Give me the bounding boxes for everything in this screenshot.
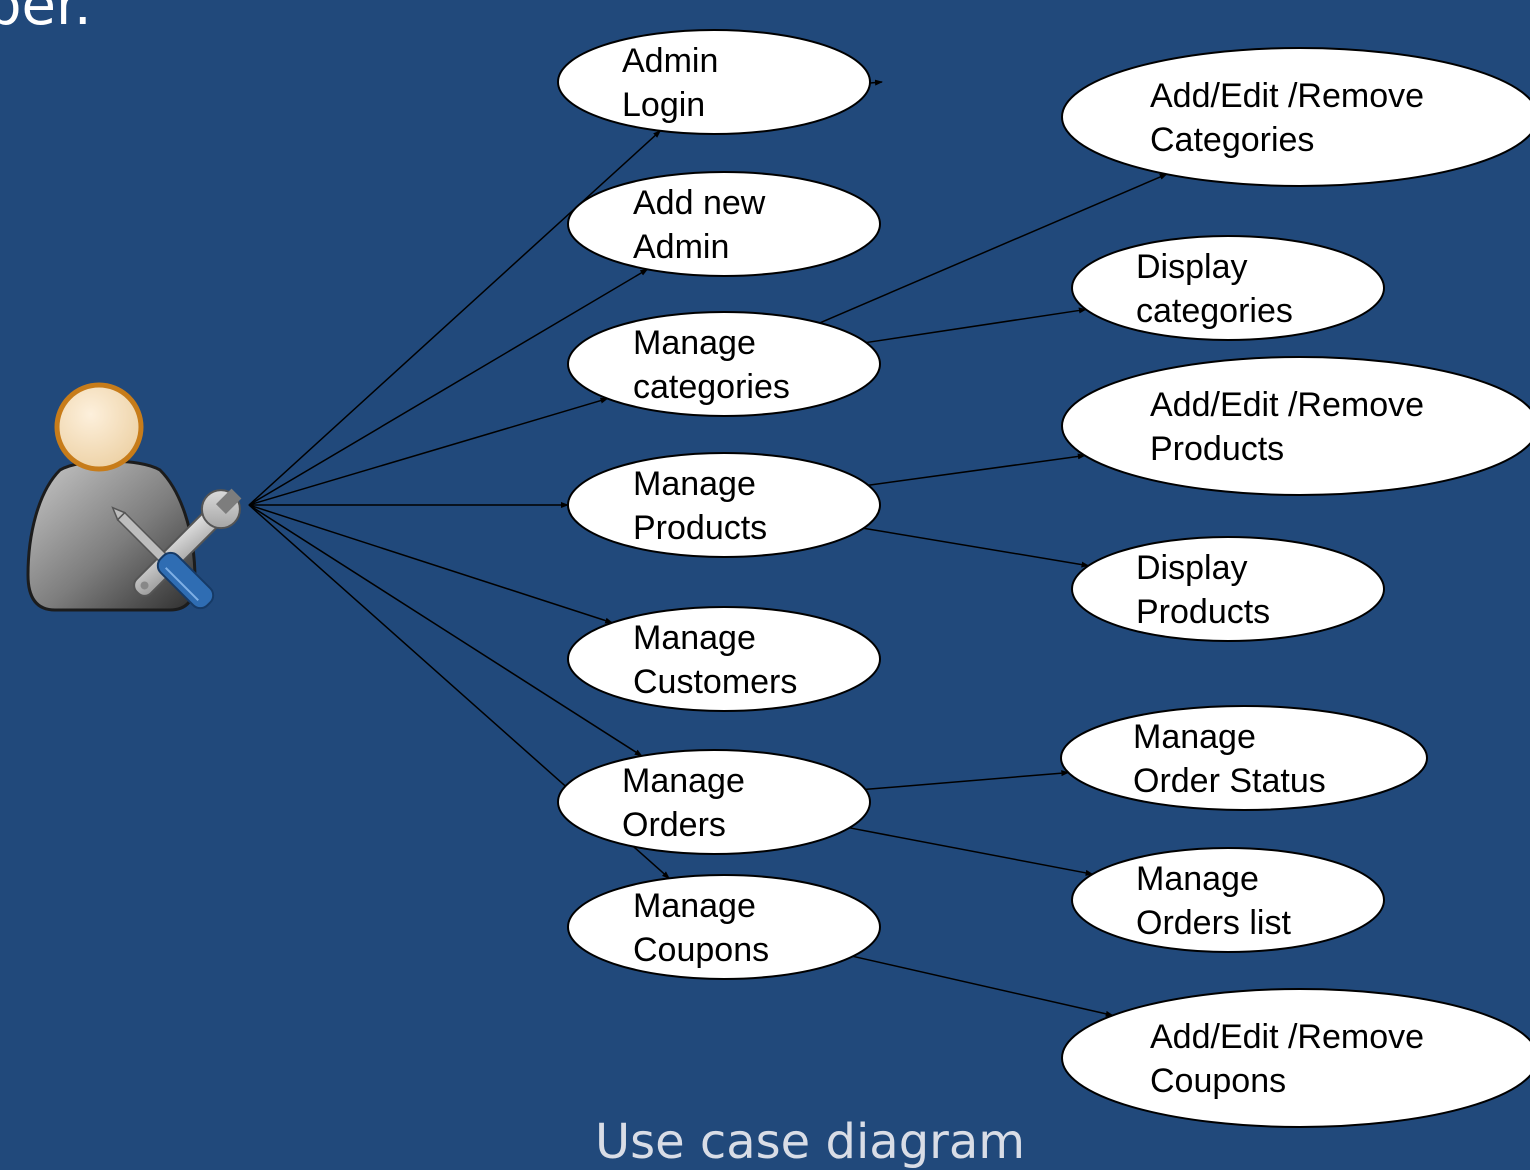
edge-actor-to-add-new-admin — [248, 268, 649, 506]
edge-admin-login-stub — [869, 79, 883, 86]
use-case-label-line: Add/Edit /Remove — [1150, 1018, 1424, 1056]
use-case-label-line: Add new — [633, 184, 766, 222]
use-case-ellipse — [557, 749, 871, 855]
use-case-ellipse — [567, 452, 881, 558]
edge-manage-categories-to-add-edit-remove-categories — [819, 173, 1168, 324]
use-case-manage-categories: Manage categories — [567, 311, 881, 417]
use-case-ellipse — [1061, 988, 1530, 1128]
diagram-caption: Use case diagram — [594, 1114, 1026, 1170]
edge-actor-to-admin-login — [248, 130, 662, 506]
use-case-label-line: Manage — [1133, 718, 1256, 756]
use-case-label-line: Login — [622, 86, 705, 124]
edge-actor-to-manage-customers — [248, 504, 614, 624]
use-case-ellipse — [567, 606, 881, 712]
use-case-label-line: Admin — [622, 42, 718, 80]
use-case-label-line: Admin — [633, 228, 729, 266]
use-case-ellipse — [1071, 235, 1385, 341]
use-case-ellipse — [567, 874, 881, 980]
use-case-label-line: Products — [633, 509, 767, 547]
edge-manage-coupons-to-add-edit-remove-coupons — [852, 955, 1114, 1017]
edge-manage-products-to-add-edit-remove-products — [868, 453, 1086, 486]
use-case-label-line: Manage — [633, 887, 756, 925]
edge-actor-to-manage-categories — [248, 397, 609, 506]
edge-manage-products-to-display-products — [863, 527, 1090, 568]
use-case-label-line: Add/Edit /Remove — [1150, 386, 1424, 424]
use-case-ellipse — [1061, 47, 1530, 187]
actor — [26, 382, 242, 612]
use-case-label-line: Manage — [633, 619, 756, 657]
use-case-ellipse — [1071, 847, 1385, 953]
use-case-label-line: Orders — [622, 806, 726, 844]
use-case-label-line: Display — [1136, 549, 1247, 587]
use-case-label-line: categories — [1136, 292, 1293, 330]
edge-manage-orders-to-manage-orders-list — [849, 827, 1094, 876]
use-case-label-line: Coupons — [1150, 1062, 1286, 1100]
use-case-ellipse — [557, 29, 871, 135]
use-case-label-line: Customers — [633, 663, 797, 701]
use-case-ellipse — [567, 311, 881, 417]
use-case-label-line: Manage — [622, 762, 745, 800]
use-case-label-line: Manage — [1136, 860, 1259, 898]
use-case-ellipse — [1071, 536, 1385, 642]
use-case-label-line: Products — [1150, 430, 1284, 468]
use-case-label-line: Manage — [633, 465, 756, 503]
use-case-label-line: Products — [1136, 593, 1270, 631]
use-case-label-line: Display — [1136, 248, 1247, 286]
use-case-label-line: Manage — [633, 324, 756, 362]
edge-actor-to-manage-orders — [248, 504, 643, 757]
use-case-label-line: Orders list — [1136, 904, 1291, 942]
edge-manage-orders-to-manage-order-status — [865, 770, 1070, 791]
use-case-label-line: Order Status — [1133, 762, 1326, 800]
use-case-display-categories: Display categories — [1071, 235, 1385, 341]
admin-tools-user-icon — [26, 382, 242, 612]
edge-manage-categories-to-display-categories — [866, 307, 1087, 344]
use-case-label-line: Add/Edit /Remove — [1150, 77, 1424, 115]
use-case-ellipse — [567, 171, 881, 277]
use-case-ellipse — [1061, 356, 1530, 496]
slide-title-fragment: ber. — [0, 0, 92, 38]
use-case-ellipse — [1060, 705, 1428, 811]
use-case-label-line: categories — [633, 368, 790, 406]
use-case-label-line: Categories — [1150, 121, 1314, 159]
use-case-label-line: Coupons — [633, 931, 769, 969]
